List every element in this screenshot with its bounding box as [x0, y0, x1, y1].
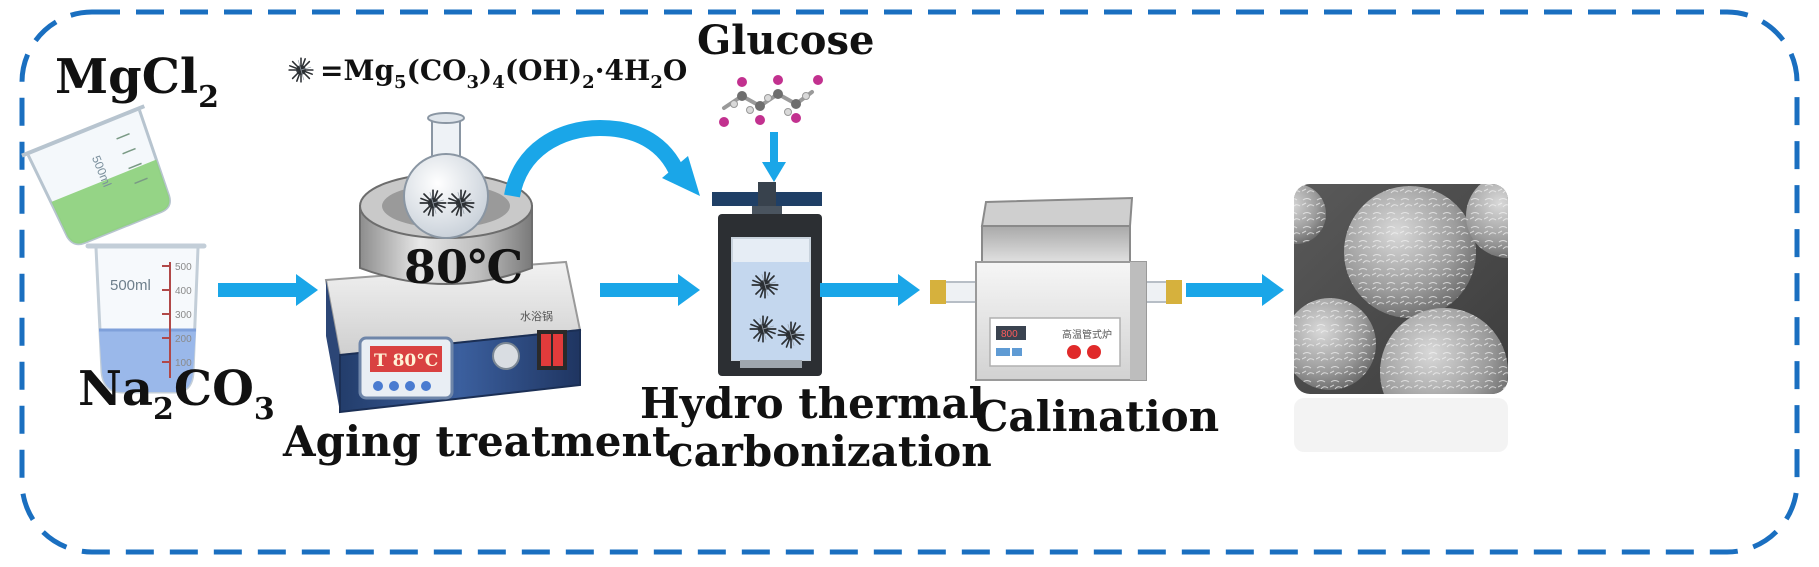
curved-arrow-to-autoclave: [504, 119, 700, 198]
beaker-tick-200: 200: [175, 334, 192, 345]
step-label-calination: Calination: [975, 392, 1219, 441]
step-label-hydro-line1: Hydro thermal: [640, 379, 985, 428]
step-label-aging: Aging treatment: [282, 417, 672, 466]
dashed-border-frame: [19, 9, 1800, 555]
arrow-to-aging: [218, 274, 318, 306]
sem-image: [1294, 184, 1508, 452]
legend-formula: =Mg5(CO3)4(OH)2·4H2O: [320, 54, 687, 93]
autoclave: [712, 182, 822, 376]
arrow-to-sem: [1186, 274, 1284, 306]
step-label-hydro-line2: carbonization: [668, 427, 992, 476]
bath-temperature-label: 80℃: [404, 240, 523, 294]
furnace-display-text: 800: [1001, 329, 1018, 340]
arrow-to-furnace: [820, 274, 920, 306]
beaker-na2co3: 500ml 500 400 300 200 100: [85, 243, 207, 394]
tilted-beaker-mgcl2: 500ml: [21, 104, 171, 246]
beaker-tick-100: 100: [175, 358, 192, 369]
beaker-tick-500: 500: [175, 262, 192, 273]
furnace-display: [996, 326, 1026, 340]
heater-knob: [492, 342, 520, 370]
arrow-glucose-down: [762, 132, 786, 182]
water-bath-heater: T 80°C 水浴锅 80℃: [324, 112, 582, 414]
arrow-to-autoclave: [600, 274, 700, 306]
heater-display-text: T 80°C: [374, 351, 438, 371]
beaker-tick-300: 300: [175, 310, 192, 321]
legend-urchin: [288, 57, 314, 83]
beaker-tick-400: 400: [175, 286, 192, 297]
furnace-panel-label: 高温管式炉: [1062, 328, 1112, 341]
furnace-button-right: [1087, 345, 1101, 359]
heater-buttons: [373, 381, 431, 391]
glucose-molecule: [719, 75, 823, 127]
mgcl2-label: MgCl2: [55, 49, 219, 115]
na2co3-label: Na2CO3: [78, 361, 275, 427]
glucose-label: Glucose: [697, 17, 874, 64]
heater-badge: 水浴锅: [520, 310, 553, 323]
furnace-button-left: [1067, 345, 1081, 359]
beaker-volume-label: 500ml: [110, 277, 151, 294]
tube-furnace: 800 高温管式炉: [930, 196, 1182, 381]
